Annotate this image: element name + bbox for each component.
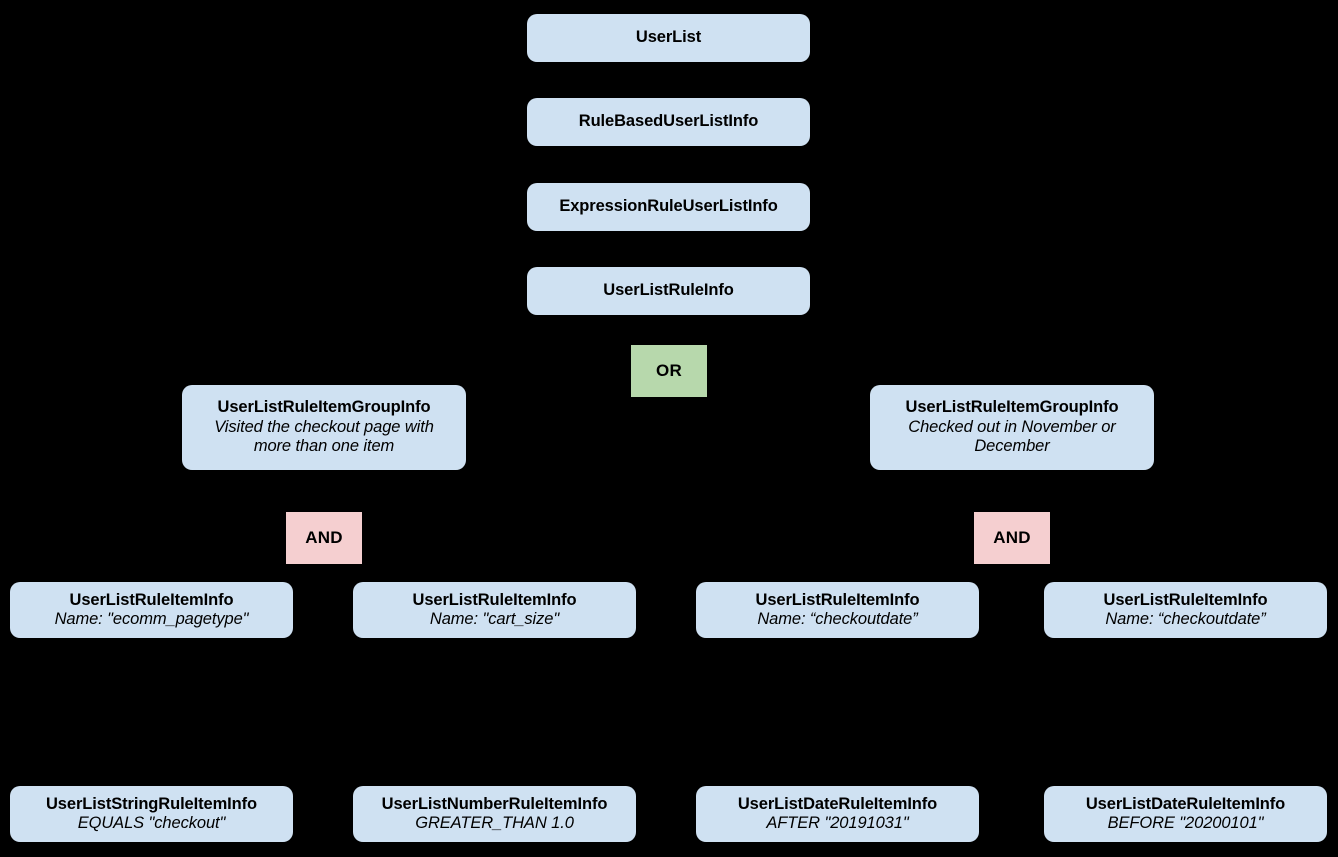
node-subtitle: Visited the checkout page with more than… [214,417,434,456]
arrow-item2-leaf2 [490,776,500,786]
arrow-item1-leaf1 [146,776,156,786]
node-subtitle: AFTER "20191031" [766,814,909,832]
node-title: ExpressionRuleUserListInfo [559,197,778,216]
node-title: UserListDateRuleItemInfo [1085,794,1286,813]
operator-and-left[interactable]: AND [286,512,362,564]
node-rule-item-checkoutdate-after[interactable]: UserListRuleItemInfo Name: “checkoutdate… [696,582,979,638]
node-rule-based-user-list-info[interactable]: RuleBasedUserListInfo [527,98,810,146]
node-subtitle: BEFORE "20200101" [1107,814,1264,832]
node-user-list-rule-info[interactable]: UserListRuleInfo [527,267,810,315]
node-rule-item-ecomm-pagetype[interactable]: UserListRuleItemInfo Name: "ecomm_pagety… [10,582,293,638]
node-subtitle: Name: “checkoutdate” [1105,610,1266,628]
node-title: UserList [635,28,702,47]
arrow-userlist-rulebased [664,88,674,98]
node-title: UserListRuleItemGroupInfo [217,398,431,417]
node-title: UserListNumberRuleItemInfo [381,794,608,813]
node-rule-item-cart-size[interactable]: UserListRuleItemInfo Name: "cart_size" [353,582,636,638]
operator-or[interactable]: OR [631,345,707,397]
operator-label: OR [656,361,682,380]
arrow-item3-leaf3 [833,776,843,786]
node-title: RuleBasedUserListInfo [578,112,759,131]
node-group-left[interactable]: UserListRuleItemGroupInfo Visited the ch… [182,385,466,470]
node-user-list[interactable]: UserList [527,14,810,62]
node-string-rule-item-info[interactable]: UserListStringRuleItemInfo EQUALS "check… [10,786,293,842]
arrow-group-right-and [1007,502,1017,512]
node-title: UserListRuleItemInfo [412,590,577,609]
operator-label: AND [305,528,343,547]
node-title: UserListDateRuleItemInfo [737,794,938,813]
arrow-ruleinfo-or [664,335,674,345]
node-date-rule-item-info-after[interactable]: UserListDateRuleItemInfo AFTER "20191031… [696,786,979,842]
arrow-expression-ruleinfo [664,257,674,267]
node-expression-rule-user-list-info[interactable]: ExpressionRuleUserListInfo [527,183,810,231]
arrow-item4-leaf4 [1181,776,1191,786]
arrow-rulebased-expression [664,173,674,183]
node-subtitle: EQUALS "checkout" [77,814,226,832]
node-subtitle: GREATER_THAN 1.0 [415,814,574,832]
node-subtitle: Name: "ecomm_pagetype" [54,610,249,628]
arrow-group-left-and [319,502,329,512]
node-subtitle: Checked out in November or December [908,417,1116,456]
node-title: UserListRuleInfo [603,281,734,300]
node-date-rule-item-info-before[interactable]: UserListDateRuleItemInfo BEFORE "2020010… [1044,786,1327,842]
node-subtitle: Name: “checkoutdate” [757,610,918,628]
node-title: UserListRuleItemInfo [1103,590,1268,609]
operator-label: AND [993,528,1031,547]
node-rule-item-checkoutdate-before[interactable]: UserListRuleItemInfo Name: “checkoutdate… [1044,582,1327,638]
operator-and-right[interactable]: AND [974,512,1050,564]
node-title: UserListStringRuleItemInfo [45,794,257,813]
node-number-rule-item-info[interactable]: UserListNumberRuleItemInfo GREATER_THAN … [353,786,636,842]
node-title: UserListRuleItemInfo [69,590,234,609]
node-title: UserListRuleItemInfo [755,590,920,609]
node-group-right[interactable]: UserListRuleItemGroupInfo Checked out in… [870,385,1154,470]
node-subtitle: Name: "cart_size" [429,610,560,628]
node-title: UserListRuleItemGroupInfo [905,398,1119,417]
